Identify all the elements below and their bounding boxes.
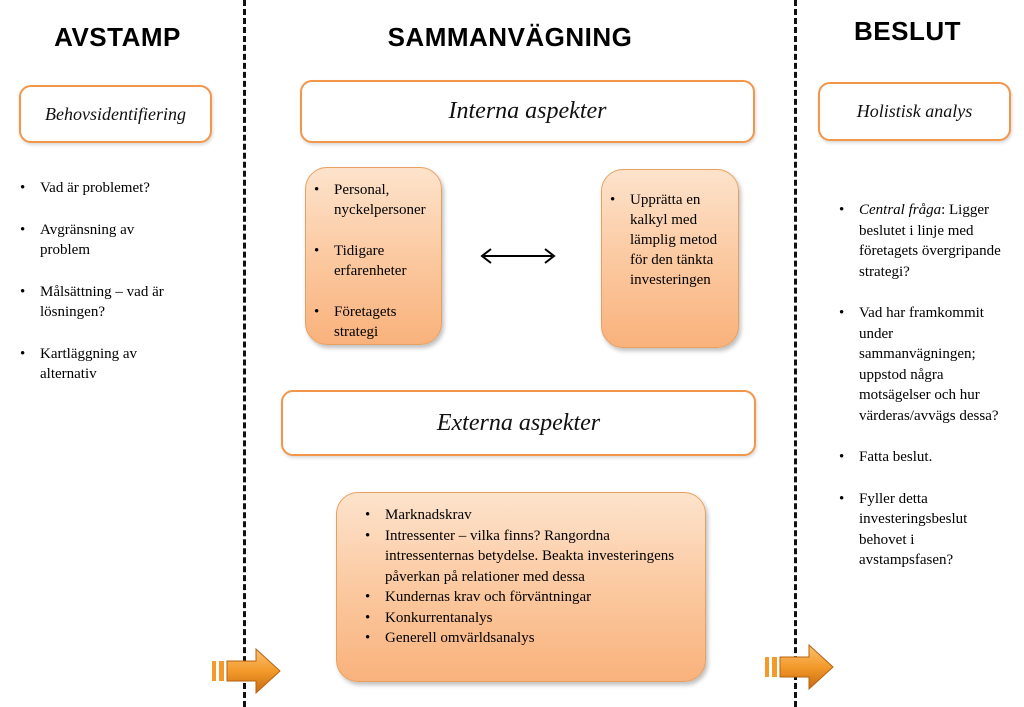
list-item: Marknadskrav [357, 505, 691, 526]
box-interna-aspekter: Interna aspekter [300, 80, 755, 143]
box-behovsidentifiering: Behovsidentifiering [19, 85, 212, 143]
list-item: Vad är problemet? [12, 178, 172, 199]
list-item: Företagets strategi [306, 302, 437, 342]
central-fraga-label: Central fråga [859, 202, 942, 218]
box-internal-left: Personal, nyckelpersoner Tidigare erfare… [305, 167, 442, 345]
central-fraga-text: : Ligger beslutet i linje med företagets… [859, 202, 1001, 280]
list-item: Intressenter – vilka finns? Rangordna in… [357, 526, 691, 588]
heading-sammanvagning: SAMMANVÄGNING [387, 22, 633, 52]
list-item: Målsättning – vad är lösningen? [12, 282, 172, 323]
list-item: Kundernas krav och förväntningar [357, 587, 691, 608]
box-externa-aspekter: Externa aspekter [281, 390, 756, 456]
list-beslut: Central fråga: Ligger beslutet i linje m… [831, 200, 1006, 592]
list-item: Avgränsning av problem [12, 220, 172, 261]
double-arrow-icon [480, 248, 556, 264]
orange-arrow-icon [212, 647, 281, 695]
list-item-central-fraga: Central fråga: Ligger beslutet i linje m… [831, 200, 1006, 282]
orange-arrow-icon [765, 643, 834, 691]
list-item: Kartläggning av alternativ [12, 344, 172, 385]
box-holistisk-analys: Holistisk analys [818, 82, 1011, 141]
list-item: Vad har framkommit under sammanvägningen… [831, 303, 1006, 426]
box-internal-right: Upprätta en kalkyl med lämplig metod för… [601, 169, 739, 348]
list-item: Fatta beslut. [831, 447, 1006, 468]
list-item: Generell omvärldsanalys [357, 628, 691, 649]
heading-beslut: BESLUT [854, 16, 961, 46]
divider-right [794, 0, 797, 707]
list-item: Tidigare erfarenheter [306, 241, 437, 281]
list-item: Konkurrentanalys [357, 608, 691, 629]
list-avstamp: Vad är problemet? Avgränsning av problem… [12, 178, 172, 406]
divider-left [243, 0, 246, 707]
heading-avstamp: AVSTAMP [54, 22, 181, 52]
list-item: Upprätta en kalkyl med lämplig metod för… [602, 190, 734, 290]
box-external: Marknadskrav Intressenter – vilka finns?… [336, 492, 706, 682]
list-item: Fyller detta investeringsbeslut behovet … [831, 489, 1006, 571]
list-item: Personal, nyckelpersoner [306, 180, 437, 220]
